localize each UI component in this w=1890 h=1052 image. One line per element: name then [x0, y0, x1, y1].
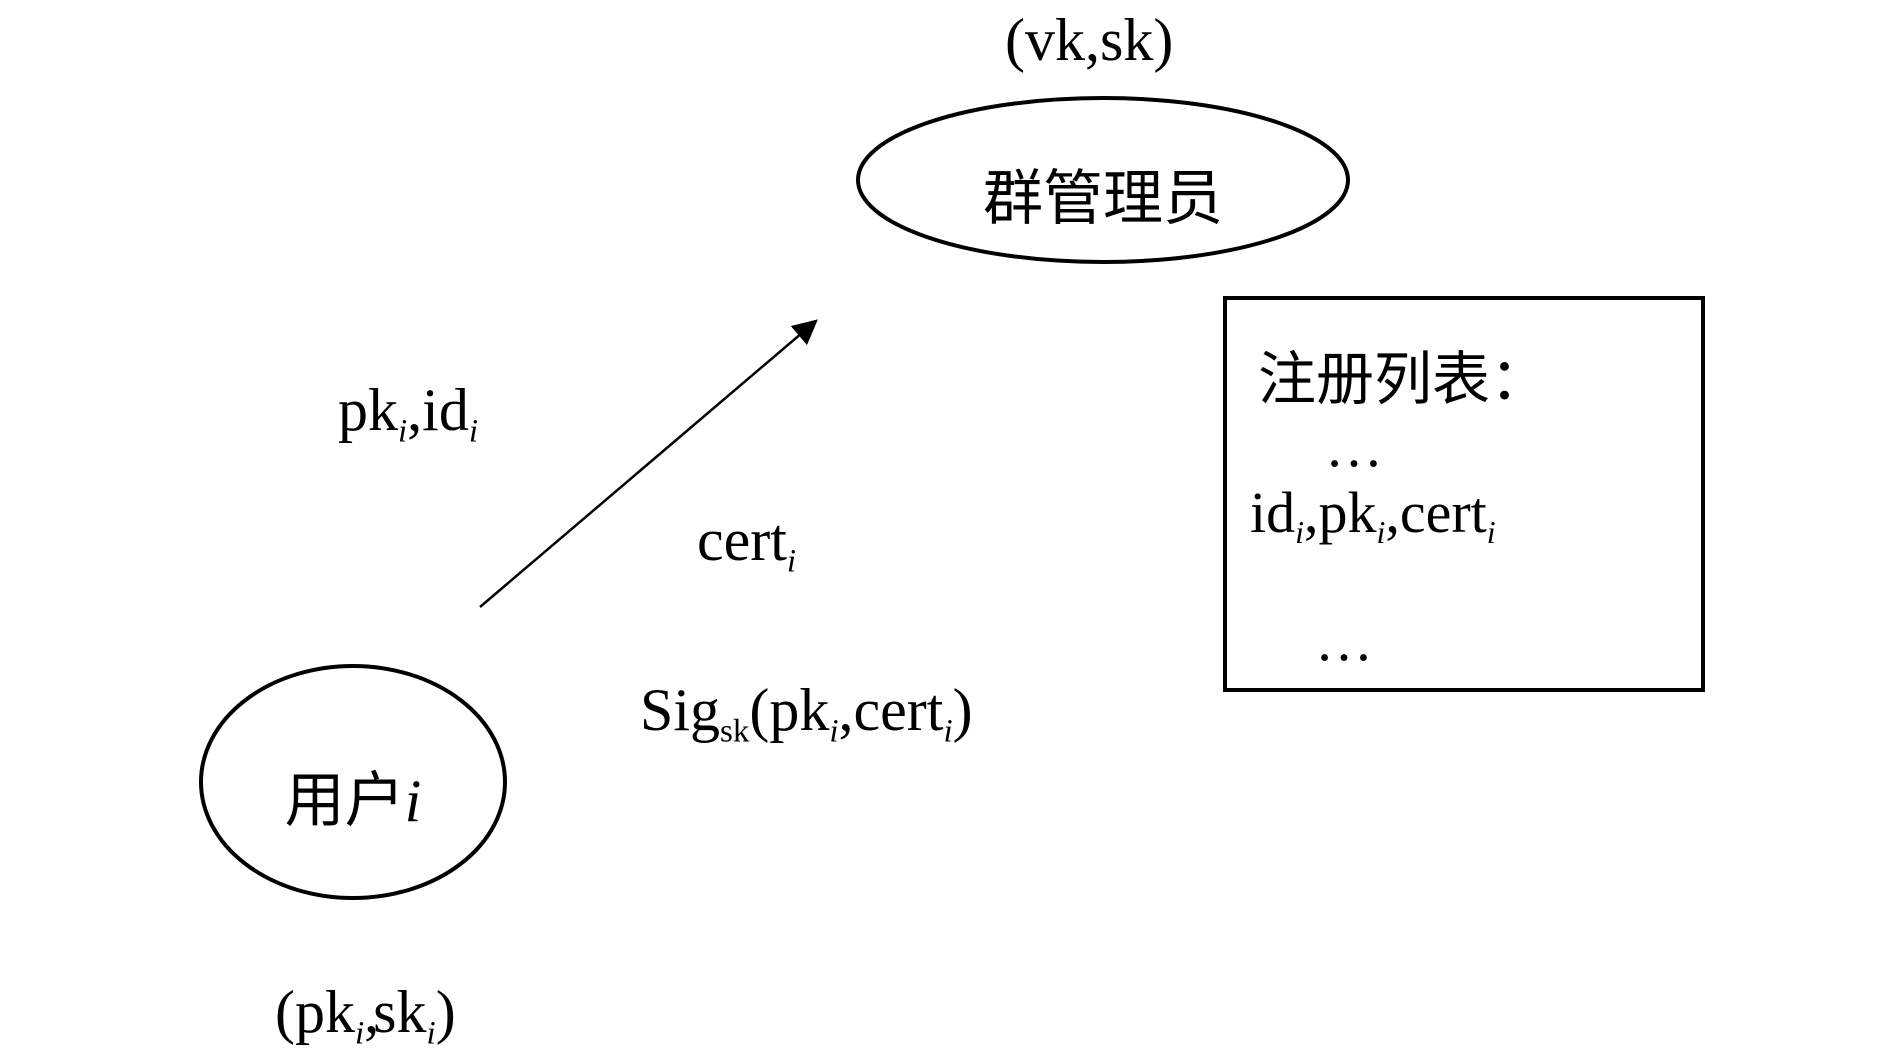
request-label: pki,idi	[338, 377, 478, 448]
signature-label: Sigsk(pki,certi)	[640, 677, 973, 748]
manager-keys-sep: ,	[1084, 7, 1100, 73]
manager-vk: vk	[1024, 7, 1085, 73]
registry-entry-cert-index: i	[1486, 515, 1496, 551]
user-name: 用户i	[263, 752, 443, 839]
registry-entry-id-index: i	[1295, 515, 1304, 551]
user-name-text: 用户	[284, 766, 405, 836]
signature-base: Sig	[640, 677, 721, 743]
registry-entry-sep1: ,	[1304, 480, 1319, 545]
user-pk-index: i	[354, 1015, 365, 1052]
registry-entry-pk-index: i	[1376, 515, 1386, 551]
registry-ellipsis-top: …	[1325, 414, 1383, 479]
request-id: id	[422, 377, 469, 443]
manager-keys-open: (	[1005, 7, 1025, 73]
user-keys-label: (pki,ski)	[275, 979, 456, 1050]
registry-entry-cert: cert	[1399, 480, 1487, 545]
request-pk: pk	[338, 377, 398, 443]
signature-cert: cert	[853, 677, 944, 743]
user-sk: sk	[373, 979, 427, 1045]
user-keys-close: )	[435, 979, 456, 1045]
manager-node	[856, 96, 1350, 264]
user-sk-index: i	[426, 1015, 436, 1052]
registry-entry-id: id	[1250, 480, 1296, 545]
cert-index: i	[786, 543, 797, 580]
user-index: i	[404, 768, 422, 834]
registry-entry: idi,pki,certi	[1250, 484, 1496, 549]
user-keys-open: (	[275, 979, 295, 1045]
signature-cert-index: i	[943, 713, 953, 750]
registry-title: 注册列表：	[1258, 345, 1549, 413]
registry-entry-pk: pk	[1318, 480, 1377, 545]
user-pk: pk	[294, 979, 355, 1045]
cert-base: cert	[697, 507, 787, 573]
signature-pk: pk	[769, 677, 830, 743]
user-node	[199, 664, 507, 900]
request-sep: ,	[407, 377, 423, 443]
signature-pk-index: i	[829, 713, 839, 750]
signature-close: )	[952, 677, 973, 743]
manager-sk: sk	[1099, 7, 1154, 73]
registry-box	[1223, 296, 1705, 692]
signature-open: (	[749, 677, 770, 743]
request-pk-index: i	[398, 413, 408, 450]
manager-name: 群管理员	[983, 164, 1223, 234]
request-arrow	[479, 319, 818, 608]
cert-label: certi	[697, 507, 796, 578]
signature-key: sk	[720, 713, 750, 750]
user-keys-sep: ,	[364, 979, 379, 1045]
registry-entry-sep2: ,	[1385, 480, 1400, 545]
registry-ellipsis-bottom: …	[1315, 608, 1373, 673]
signature-sep: ,	[838, 677, 854, 743]
manager-keys-label: (vk,sk)	[1005, 10, 1173, 70]
manager-keys-close: )	[1153, 7, 1174, 73]
request-id-index: i	[468, 413, 479, 450]
